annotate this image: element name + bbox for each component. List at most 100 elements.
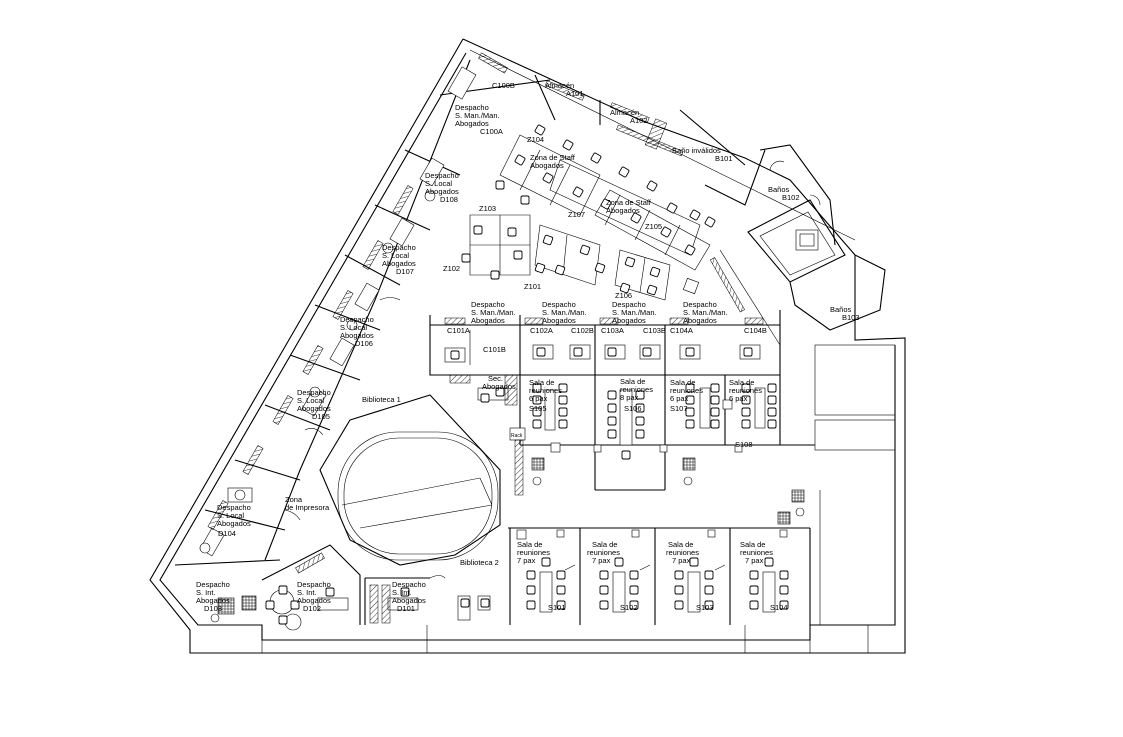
chair-icon <box>779 570 789 580</box>
chair-icon <box>607 347 617 357</box>
label-d103-2: S. Int. <box>196 588 216 597</box>
chair-icon <box>629 600 639 610</box>
label-d101-4: D101 <box>397 604 415 613</box>
label-d106-4: D106 <box>355 339 373 348</box>
label-d102-3: Abogados <box>297 596 331 605</box>
label-d103-3: Abogados <box>196 596 230 605</box>
chair-icon <box>741 419 751 429</box>
chair-icon <box>534 124 546 136</box>
chair-icon <box>624 256 636 268</box>
label-c102-2: S. Man./Man. <box>542 308 587 317</box>
label-z103: Z103 <box>479 204 496 213</box>
label-d105-4: D105 <box>312 412 330 421</box>
label-s104-3: 7 pax <box>745 556 764 565</box>
label-d102-1: Despacho <box>297 580 331 589</box>
chair-icon <box>558 395 568 405</box>
label-c103-2: S. Man./Man. <box>612 308 657 317</box>
chair-icon <box>514 154 526 166</box>
chair-icon <box>558 383 568 393</box>
label-d108-2: S. Local <box>425 179 452 188</box>
label-d107-1: Despacho <box>382 243 416 252</box>
label-despacho-c100a-4: C100A <box>480 127 503 136</box>
label-c103-1: Despacho <box>612 300 646 309</box>
chair-icon <box>325 587 335 597</box>
chair-icon <box>666 202 678 214</box>
chair-icon <box>541 557 551 567</box>
label-zona-staff-2-b: Abogados <box>606 206 640 215</box>
label-c102a: C102A <box>530 326 553 335</box>
label-banos-b103-2: B103 <box>842 313 860 322</box>
chair-icon <box>685 383 695 393</box>
chair-icon <box>749 600 759 610</box>
chair-icon <box>400 587 410 597</box>
label-rack: Rack <box>511 433 523 439</box>
chair-icon <box>495 387 505 397</box>
chair-icon <box>614 557 624 567</box>
label-s101-3: 7 pax <box>517 556 536 565</box>
chair-icon <box>674 600 684 610</box>
chair-icon <box>764 557 774 567</box>
chair-icon <box>749 585 759 595</box>
label-d101-2: S. Int. <box>392 588 412 597</box>
label-z102: Z102 <box>443 264 460 273</box>
chair-icon <box>704 585 714 595</box>
lower-left-offices <box>210 544 491 631</box>
chair-icon <box>520 195 530 205</box>
chair-icon <box>542 234 554 246</box>
chair-icon <box>290 600 300 610</box>
chair-icon <box>618 166 630 178</box>
chair-icon <box>674 585 684 595</box>
label-s101-1: Sala de <box>517 540 542 549</box>
label-zona-staff-2-a: Zona de Staff <box>606 198 652 207</box>
chair-icon <box>646 180 658 192</box>
chair-icon <box>607 403 617 413</box>
label-d101-1: Despacho <box>392 580 426 589</box>
label-c100b: C100B <box>492 81 515 90</box>
label-c104a: C104A <box>670 326 693 335</box>
label-despacho-c100a-2: S. Man./Man. <box>455 111 500 120</box>
chair-icon <box>660 226 672 238</box>
label-d102-2: S. Int. <box>297 588 317 597</box>
label-d106-2: S. Local <box>340 323 367 332</box>
chair-icon <box>689 557 699 567</box>
label-s107-1: Sala de <box>670 378 695 387</box>
chair-icon <box>710 407 720 417</box>
chair-icon <box>704 216 716 228</box>
chair-icon <box>536 347 546 357</box>
chair-icon <box>607 429 617 439</box>
label-s103-1: Sala de <box>668 540 693 549</box>
chair-icon <box>573 347 583 357</box>
label-c102b: C102B <box>571 326 594 335</box>
chair-icon <box>710 383 720 393</box>
label-s102-2: reuniones <box>587 548 620 557</box>
chair-icon <box>532 407 542 417</box>
chair-icon <box>542 172 554 184</box>
label-zona-staff-1-a: Zona de Staff <box>530 153 576 162</box>
chair-icon <box>495 180 505 190</box>
label-z105: Z105 <box>645 222 662 231</box>
chair-icon <box>278 585 288 595</box>
label-c101-1: Despacho <box>471 300 505 309</box>
chair-icon <box>558 407 568 417</box>
right-structure <box>780 344 896 625</box>
label-s105-4: S105 <box>529 404 547 413</box>
label-c104-3: Abogados <box>683 316 717 325</box>
chair-icon <box>767 383 777 393</box>
chair-icon <box>710 395 720 405</box>
label-d106-1: Despacho <box>340 315 374 324</box>
label-almacen-a102-1: Almacén <box>610 108 639 117</box>
label-d108-4: D108 <box>440 195 458 204</box>
chair-icon <box>480 598 490 608</box>
label-d103-4: D103 <box>204 604 222 613</box>
label-s103-4: S103 <box>696 603 714 612</box>
chair-icon <box>685 407 695 417</box>
label-c101a: C101A <box>447 326 470 335</box>
label-s105-2: reuniones <box>529 386 562 395</box>
chair-icon <box>526 600 536 610</box>
chair-icon <box>579 244 591 256</box>
chair-icon <box>741 395 751 405</box>
chair-icon <box>599 600 609 610</box>
label-s103-3: 7 pax <box>672 556 691 565</box>
chair-icon <box>513 250 523 260</box>
